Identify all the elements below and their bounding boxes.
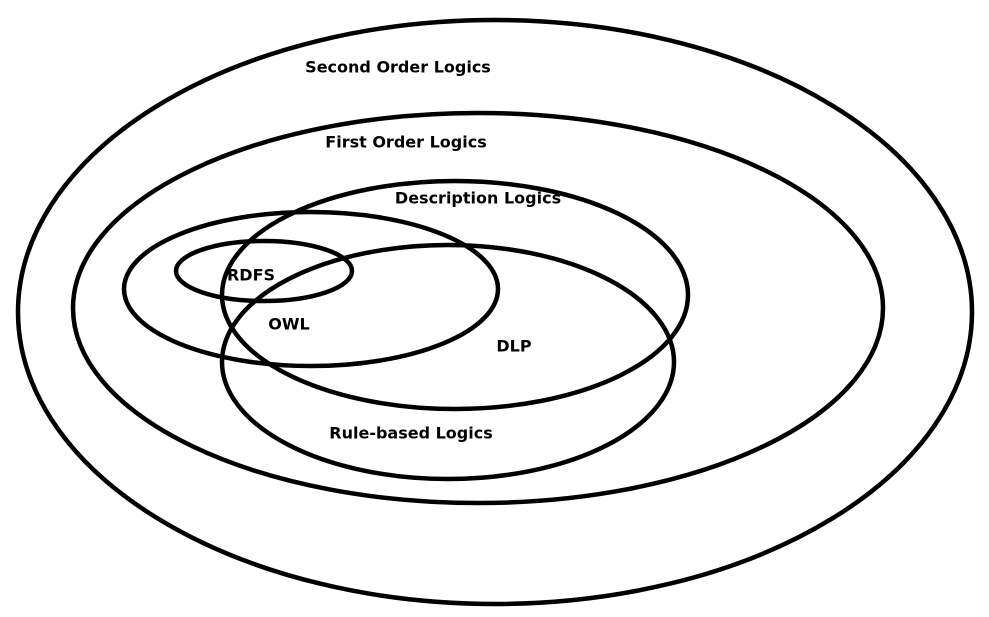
first-order-logics-label: First Order Logics (325, 133, 486, 152)
owl-label: OWL (268, 315, 309, 334)
second-order-logics-ellipse (15, 17, 975, 607)
rdfs-ellipse (173, 238, 355, 304)
rule-based-logics-ellipse (219, 242, 677, 482)
first-order-logics-ellipse (70, 110, 886, 506)
description-logics-ellipse (219, 178, 691, 412)
second-order-logics-label: Second Order Logics (305, 58, 491, 77)
dlp-label: DLP (496, 337, 531, 356)
rule-based-logics-label: Rule-based Logics (329, 424, 492, 443)
owl-ellipse (121, 209, 501, 369)
description-logics-label: Description Logics (395, 189, 561, 208)
rdfs-label: RDFS (227, 266, 275, 285)
